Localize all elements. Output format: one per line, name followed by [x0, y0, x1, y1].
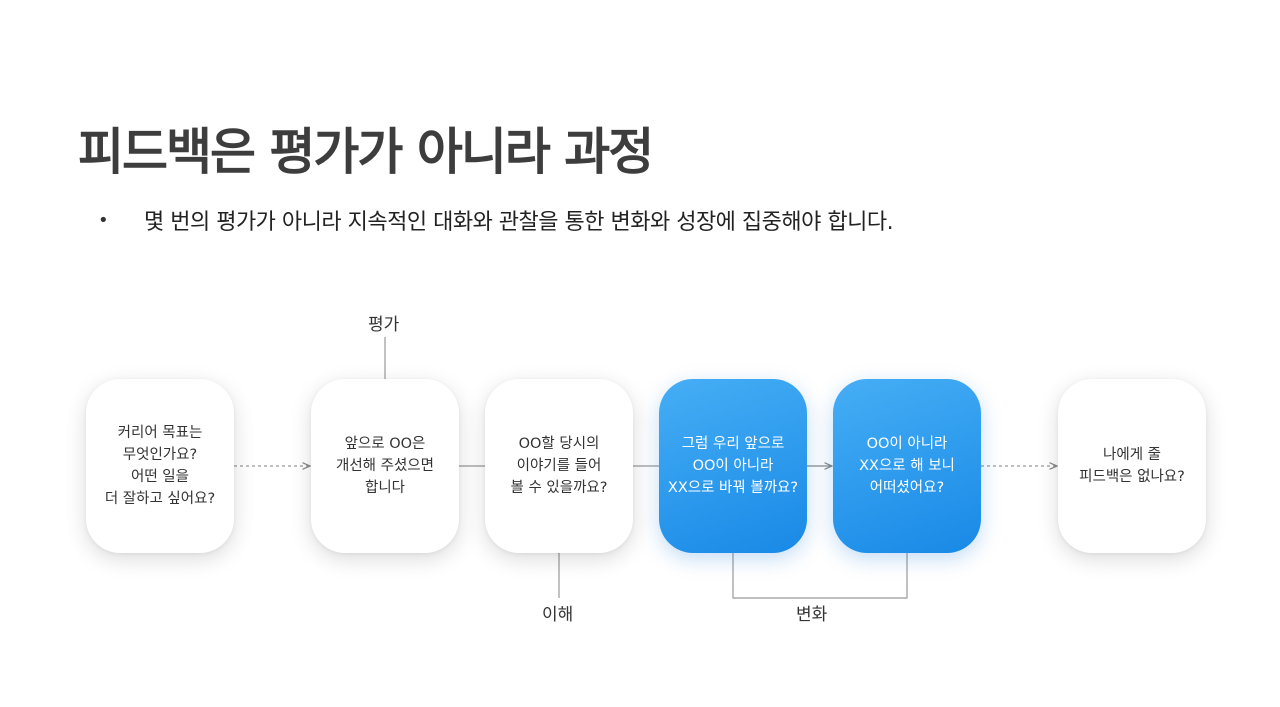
- step-improvement-request: 앞으로 OO은 개선해 주셨으면 합니다: [311, 379, 459, 553]
- label-evaluation: 평가: [368, 315, 400, 335]
- bullet-marker: •: [98, 209, 109, 231]
- step-review-change: OO이 아니라 XX으로 해 보니 어떠셨어요?: [833, 379, 981, 553]
- bullet-item: • 몇 번의 평가가 아니라 지속적인 대화와 관찰을 통한 변화와 성장에 집…: [98, 204, 894, 236]
- label-change: 변화: [796, 605, 828, 625]
- change-bracket: [732, 553, 908, 599]
- step-hear-story: OO할 당시의 이야기를 들어 볼 수 있을까요?: [485, 379, 633, 553]
- page-title: 피드백은 평가가 아니라 과정: [78, 123, 654, 181]
- step-try-change: 그럼 우리 앞으로 OO이 아니라 XX으로 바꿔 볼까요?: [659, 379, 807, 553]
- step-feedback-for-me: 나에게 줄 피드백은 없나요?: [1058, 379, 1206, 553]
- bullet-text: 몇 번의 평가가 아니라 지속적인 대화와 관찰을 통한 변화와 성장에 집중해…: [144, 210, 894, 235]
- label-understanding: 이해: [542, 605, 574, 625]
- step-career-goal: 커리어 목표는 무엇인가요? 어떤 일을 더 잘하고 싶어요?: [86, 379, 234, 553]
